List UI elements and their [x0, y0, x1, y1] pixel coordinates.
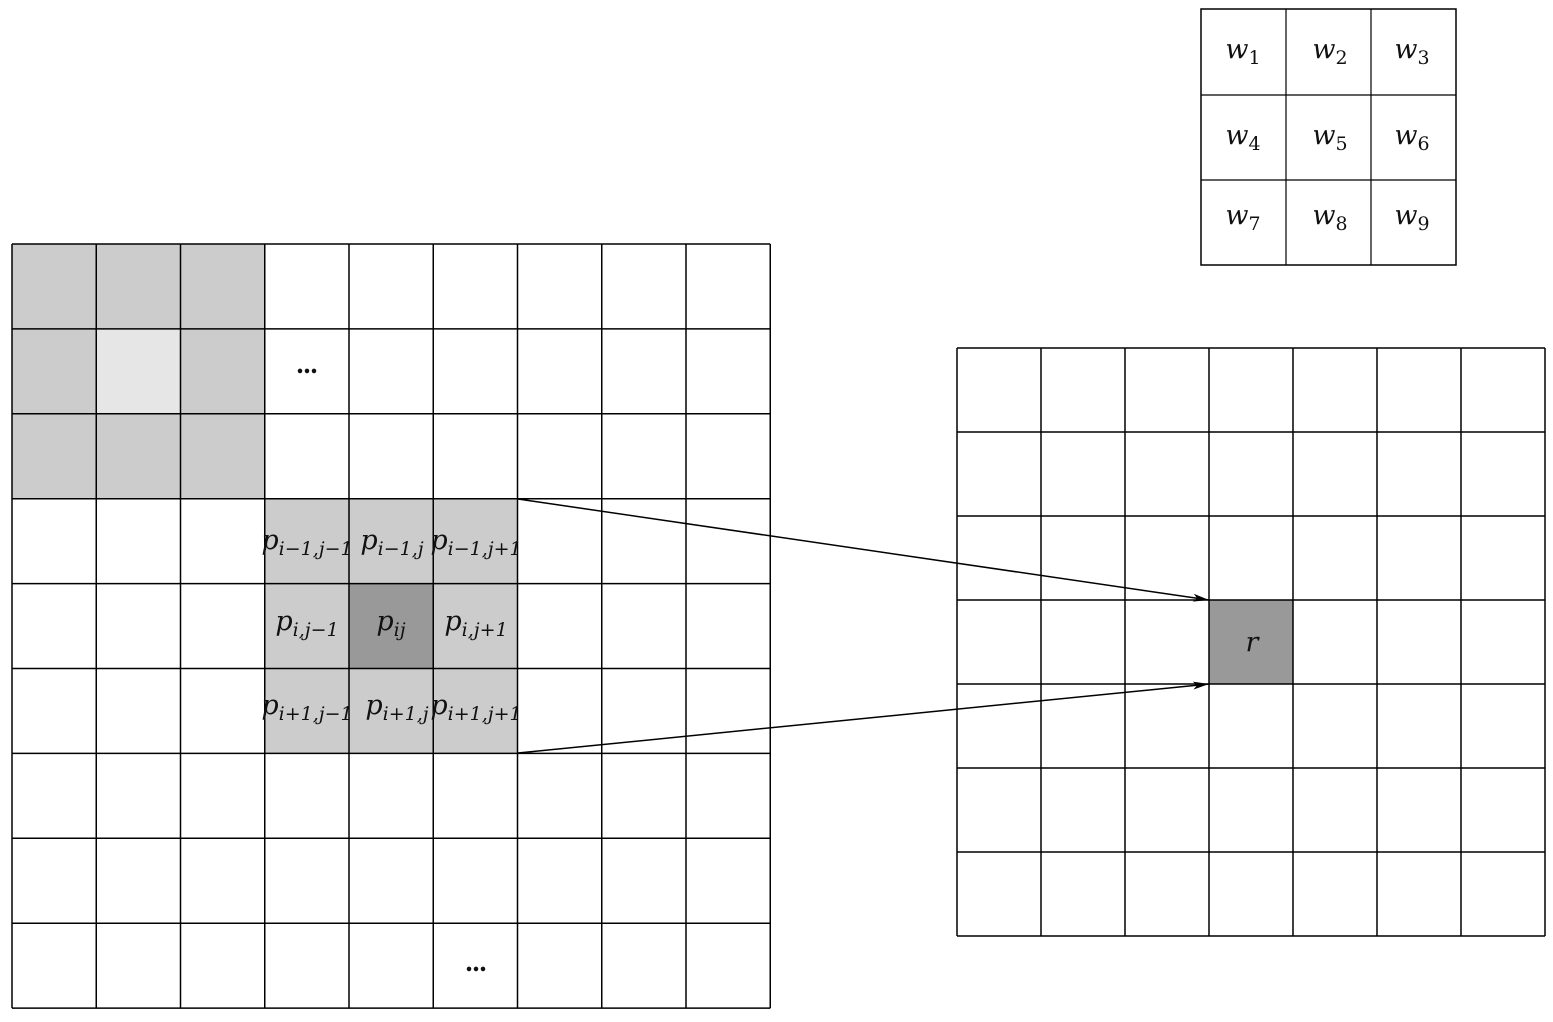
- pixel-label-bottom: pi+1,j: [365, 690, 428, 725]
- kernel-weight-w4: w4: [1225, 120, 1260, 155]
- pixel-label-left: pi,j−1: [275, 606, 338, 641]
- input-grid: ... ... pi−1,j−1 pi−1,j pi−1,j+1 pi,j−1 …: [11, 243, 771, 1009]
- pixel-label-top: pi−1,j: [360, 525, 423, 560]
- kernel-weight-w2: w2: [1312, 34, 1347, 69]
- pixel-label-center: pij: [376, 606, 405, 641]
- pixel-label-top-right: pi−1,j+1: [430, 525, 521, 560]
- pixel-label-top-left: pi−1,j−1: [261, 525, 352, 560]
- input-center-pixel: [349, 584, 434, 669]
- kernel-weight-w1: w1: [1225, 34, 1260, 69]
- output-grid-lines: [956, 347, 1546, 937]
- output-grid: r: [956, 347, 1546, 937]
- pixel-label-bottom-left: pi+1,j−1: [261, 690, 352, 725]
- input-ellipsis-top: ...: [297, 349, 318, 380]
- kernel-grid: w1 w2 w3 w4 w5 w6 w7 w8 w9: [1200, 8, 1457, 266]
- kernel-weight-w3: w3: [1394, 34, 1429, 69]
- kernel-weight-w9: w9: [1394, 200, 1429, 235]
- pixel-label-right: pi,j+1: [444, 606, 507, 641]
- pixel-label-bottom-right: pi+1,j+1: [430, 690, 521, 725]
- kernel-weight-w6: w6: [1394, 120, 1429, 155]
- kernel-weight-w5: w5: [1312, 120, 1347, 155]
- mapping-arrow-bottom: [517, 681, 1210, 754]
- kernel-weight-w8: w8: [1312, 200, 1347, 235]
- mapping-arrow-top: [517, 498, 1210, 602]
- input-corner-center: [96, 329, 181, 414]
- input-ellipsis-bottom: ...: [466, 947, 487, 978]
- output-result-cell: [1209, 600, 1293, 684]
- output-result-label: r: [1246, 627, 1261, 658]
- input-grid-lines: [11, 243, 771, 1009]
- kernel-weight-w7: w7: [1225, 200, 1260, 235]
